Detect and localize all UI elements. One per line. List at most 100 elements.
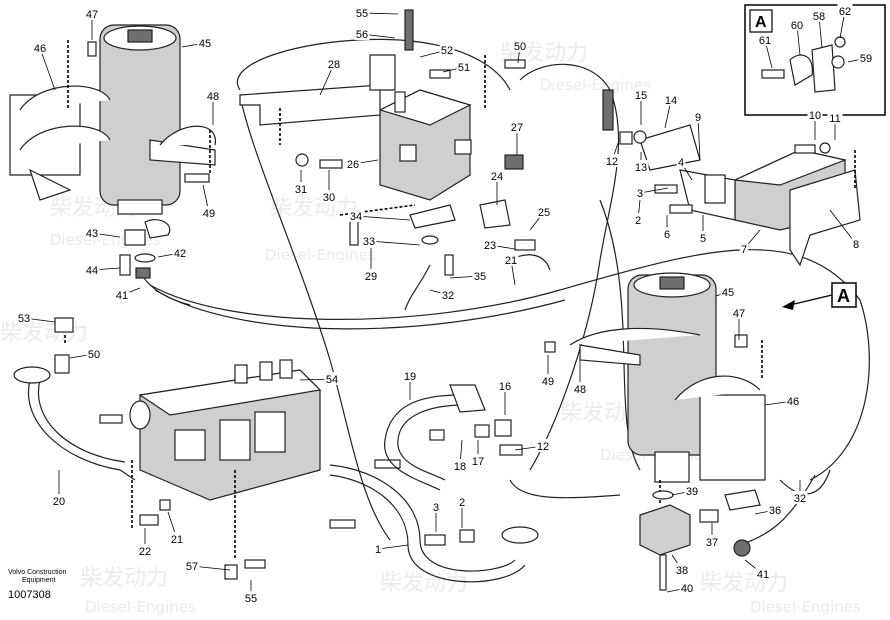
bolt-49 — [184, 173, 210, 183]
callout-18: 18 — [454, 461, 466, 473]
callout-27: 27 — [511, 122, 523, 134]
callout-bg-50 — [512, 39, 528, 52]
callout-24: 24 — [491, 171, 503, 183]
callout-bg-29 — [363, 269, 379, 282]
callout-bg-62 — [837, 4, 853, 17]
watermark-cn: 柴发动力 — [700, 571, 788, 596]
callout-bg-54 — [324, 372, 340, 385]
callout-bg-32 — [792, 491, 808, 504]
callout-19: 19 — [404, 371, 416, 383]
manufacturer-line-1: Volvo Construction — [8, 569, 67, 576]
callout-48: 48 — [207, 91, 219, 103]
detail-a-callout-label: A — [837, 286, 850, 306]
callout-bg-14 — [663, 93, 679, 106]
callout-bg-10 — [807, 108, 823, 121]
callout-1: 1 — [375, 544, 381, 556]
callout-bg-21 — [169, 532, 185, 545]
callout-bg-11 — [827, 111, 843, 124]
callout-bg-25 — [536, 205, 552, 218]
callout-4: 4 — [678, 157, 684, 169]
bracket-28 — [239, 54, 396, 126]
callout-bg-60 — [789, 18, 805, 31]
bolt-47 — [87, 41, 97, 57]
callout-51: 51 — [458, 62, 470, 74]
callout-53: 53 — [18, 313, 30, 325]
callout-44: 44 — [86, 265, 98, 277]
callout-12: 12 — [606, 156, 618, 168]
callout-bg-18 — [452, 459, 468, 472]
callout-41: 41 — [116, 290, 128, 302]
callout-bg-45 — [197, 36, 213, 49]
callout-bg-39 — [684, 484, 700, 497]
callout-bg-7 — [739, 242, 749, 255]
callout-bg-49 — [540, 374, 556, 387]
callout-bg-32 — [440, 288, 456, 301]
callout-bg-57 — [184, 559, 200, 572]
accumulator-top — [99, 24, 181, 215]
callout-bg-50 — [86, 347, 102, 360]
callout-bg-15 — [633, 88, 649, 101]
callout-bg-59 — [858, 51, 874, 64]
callout-bg-41 — [114, 288, 130, 301]
callout-50: 50 — [88, 349, 100, 361]
callout-bg-46 — [32, 41, 48, 54]
callout-38: 38 — [676, 565, 688, 577]
callout-17: 17 — [472, 456, 484, 468]
fittings-bottom-center — [424, 419, 523, 546]
callout-bg-34 — [348, 209, 364, 222]
leader-line-34 — [355, 215, 411, 221]
watermark-layer: 柴发动力 Diesel-Engines 柴发动力 Diesel-Engines … — [0, 41, 861, 616]
watermark-en: Diesel-Engines — [85, 598, 196, 616]
accumulator-bottom — [627, 272, 717, 483]
pipe-1 — [329, 464, 539, 583]
watermark-cn: 柴发动力 — [380, 571, 468, 596]
callout-42: 42 — [174, 248, 186, 260]
callout-56: 56 — [356, 29, 368, 41]
callout-bg-12 — [535, 439, 551, 452]
callout-57: 57 — [186, 561, 198, 573]
callout-bg-13 — [633, 160, 649, 173]
callout-55: 55 — [356, 8, 368, 20]
callout-bg-4 — [676, 155, 686, 168]
callout-32: 32 — [794, 493, 806, 505]
accumulator-bracket-bottom — [569, 327, 766, 481]
detail-a-callout: A — [782, 282, 857, 310]
valve-block — [378, 9, 472, 201]
callout-49: 49 — [542, 376, 554, 388]
callout-62: 62 — [839, 6, 851, 18]
callout-bg-47 — [84, 7, 100, 20]
callout-bg-48 — [572, 382, 588, 395]
callout-15: 15 — [635, 90, 647, 102]
callout-bg-27 — [509, 120, 525, 133]
watermark-en: Diesel-Engines — [265, 246, 376, 264]
callout-bg-3 — [635, 186, 645, 199]
callout-bg-58 — [811, 9, 827, 22]
callout-bg-38 — [674, 563, 690, 576]
callout-bg-1 — [373, 542, 383, 555]
detail-a-label: A — [755, 14, 767, 31]
hose-32 — [779, 469, 831, 495]
callout-14: 14 — [665, 95, 677, 107]
callout-bg-44 — [84, 263, 100, 276]
callout-7: 7 — [741, 244, 747, 256]
callout-45: 45 — [722, 287, 734, 299]
watermark-en: Diesel-Engines — [750, 598, 861, 616]
leader-line-9 — [697, 116, 701, 161]
valve-assembly-right — [619, 124, 861, 267]
watermark-cn: 柴发动力 — [80, 566, 168, 591]
callout-bg-31 — [293, 182, 309, 195]
callout-bg-48 — [205, 89, 221, 102]
callout-bg-53 — [16, 311, 32, 324]
callout-20: 20 — [53, 496, 65, 508]
callout-bg-6 — [662, 227, 672, 240]
callout-16: 16 — [499, 381, 511, 393]
callout-bg-41 — [755, 567, 771, 580]
leader-line-33 — [368, 240, 421, 246]
callout-33: 33 — [363, 236, 375, 248]
callout-58: 58 — [813, 11, 825, 23]
callout-bg-55 — [243, 591, 259, 604]
callout-bg-21 — [503, 253, 519, 266]
callout-25: 25 — [538, 207, 550, 219]
callout-8: 8 — [853, 239, 859, 251]
callout-bg-55 — [354, 6, 370, 19]
